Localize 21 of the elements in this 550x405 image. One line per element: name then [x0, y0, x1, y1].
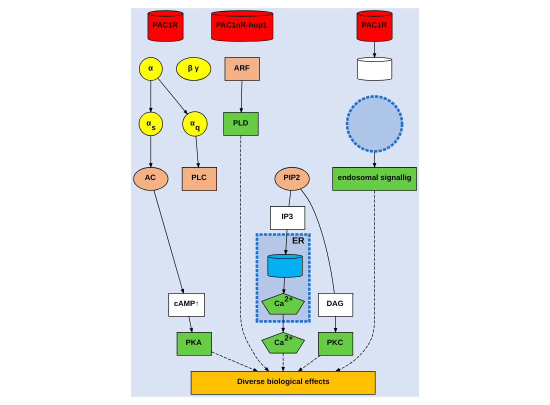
arrow	[372, 151, 376, 168]
arrow	[334, 190, 375, 372]
connector	[288, 190, 292, 207]
arrow	[297, 355, 321, 372]
arrow	[284, 229, 288, 256]
connector	[300, 188, 335, 294]
arrow	[240, 80, 244, 114]
arrow	[188, 316, 193, 334]
arrow	[240, 135, 270, 372]
arrow	[372, 41, 376, 58]
arrow	[334, 316, 338, 334]
arrow	[149, 136, 153, 168]
arrow	[211, 352, 258, 372]
node-circle	[346, 95, 404, 153]
arrow	[281, 352, 285, 372]
arrow	[282, 277, 286, 294]
arrow	[196, 136, 200, 168]
arrow	[154, 190, 184, 294]
arrow	[158, 78, 188, 115]
arrow	[281, 314, 285, 334]
arrow	[149, 80, 153, 113]
